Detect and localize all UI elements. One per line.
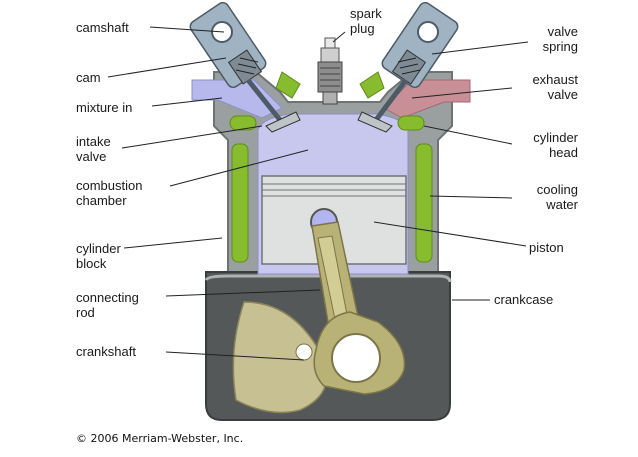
cooling-jacket-right [415,143,433,263]
label-intake-valve: intake valve [76,134,111,164]
label-cooling-water: cooling water [536,182,578,212]
connecting-rod [295,221,406,395]
label-camshaft: camshaft [76,20,129,35]
label-connecting-rod: connecting rod [76,290,139,320]
spark-plug [317,37,343,105]
label-valve-spring: valve spring [542,24,578,54]
label-mixture-in: mixture in [76,100,133,115]
label-crankcase: crankcase [494,292,554,307]
leader-lines [107,26,529,361]
exhaust-valve-assembly [357,1,459,133]
intake-valve-assembly [189,1,301,133]
label-crankshaft: crankshaft [76,344,136,359]
label-combustion-chamber: combustion chamber [76,178,143,208]
copyright-notice: © 2006 Merriam-Webster, Inc. [76,432,244,445]
mixture-port [191,79,283,119]
cooling-jacket-left [231,143,249,263]
label-cylinder-block: cylinder block [76,241,121,271]
cooling-head-left [275,71,301,99]
label-exhaust-valve: exhaust valve [532,72,578,102]
cooling-slot-right [397,115,425,131]
label-cam: cam [76,70,101,85]
cooling-head-right [359,71,385,99]
label-spark-plug: spark plug [350,6,382,36]
cooling-slot-left [229,115,257,131]
label-piston: piston [529,240,564,255]
crankshaft-counterweight [232,301,328,414]
label-cylinder-head: cylinder head [533,130,578,160]
